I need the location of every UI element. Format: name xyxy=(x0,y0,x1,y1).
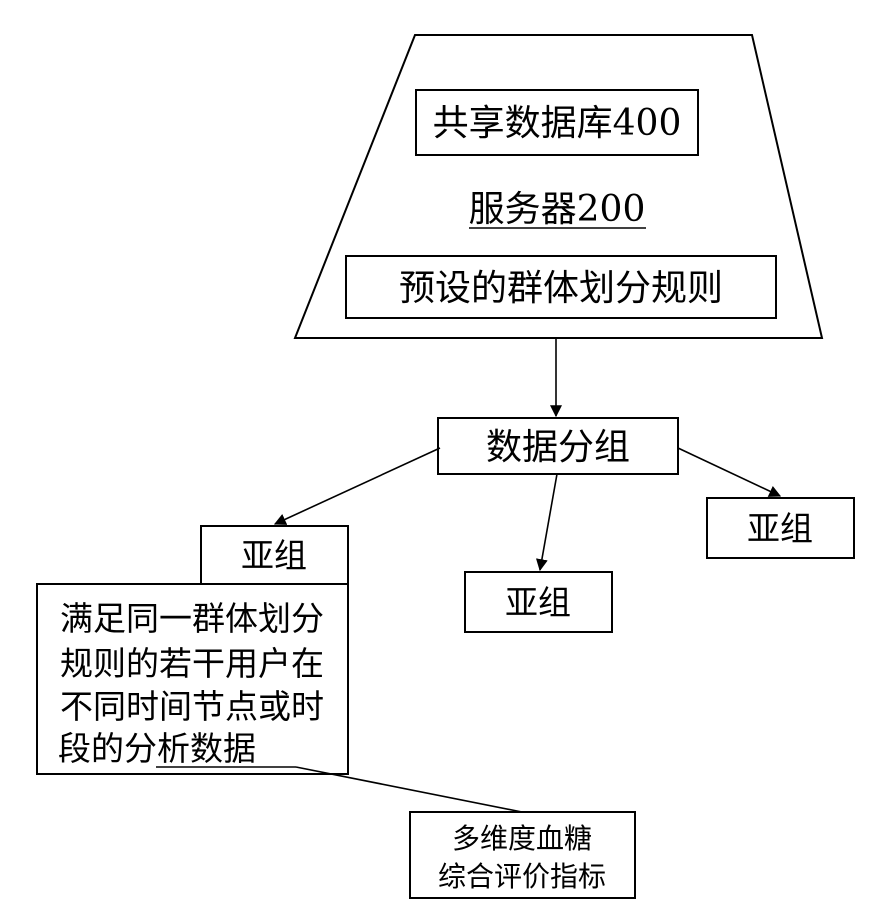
arrow-to-subgroup-middle xyxy=(540,474,557,570)
indicator-node: 多维度血糖 综合评价指标 xyxy=(410,812,635,898)
subgroup-middle-node: 亚组 xyxy=(465,572,612,632)
server-node: 共享数据库400 服务器200 预设的群体划分规则 xyxy=(295,35,822,338)
indicator-line-2: 综合评价指标 xyxy=(438,860,606,893)
grouping-label: 数据分组 xyxy=(486,427,630,468)
rule-label: 预设的群体划分规则 xyxy=(399,268,723,309)
subgroup-left-node: 亚组 满足同一群体划分 规则的若干用户在 不同时间节点或时 段的分析数据 xyxy=(37,526,348,774)
subgroup-left-label: 亚组 xyxy=(241,536,307,575)
detail-line-1: 满足同一群体划分 xyxy=(60,599,324,638)
arrow-to-subgroup-left xyxy=(275,448,440,524)
arrow-to-subgroup-right xyxy=(678,448,780,496)
detail-line-4-prefix: 段的 xyxy=(58,729,124,768)
connector-to-indicator xyxy=(296,767,522,812)
server-label: 服务器200 xyxy=(469,189,646,230)
detail-line-3: 不同时间节点或时 xyxy=(60,687,324,726)
subgroup-right-node: 亚组 xyxy=(707,498,854,558)
subgroup-right-label: 亚组 xyxy=(747,509,813,548)
detail-line-4: 段的分析数据 xyxy=(58,729,256,768)
subgroup-middle-label: 亚组 xyxy=(505,583,571,622)
database-label: 共享数据库400 xyxy=(433,103,682,144)
detail-analysis-data: 分析数据 xyxy=(124,729,256,768)
grouping-node: 数据分组 xyxy=(438,418,678,474)
indicator-line-1: 多维度血糖 xyxy=(452,822,592,855)
detail-line-2: 规则的若干用户在 xyxy=(60,644,324,683)
